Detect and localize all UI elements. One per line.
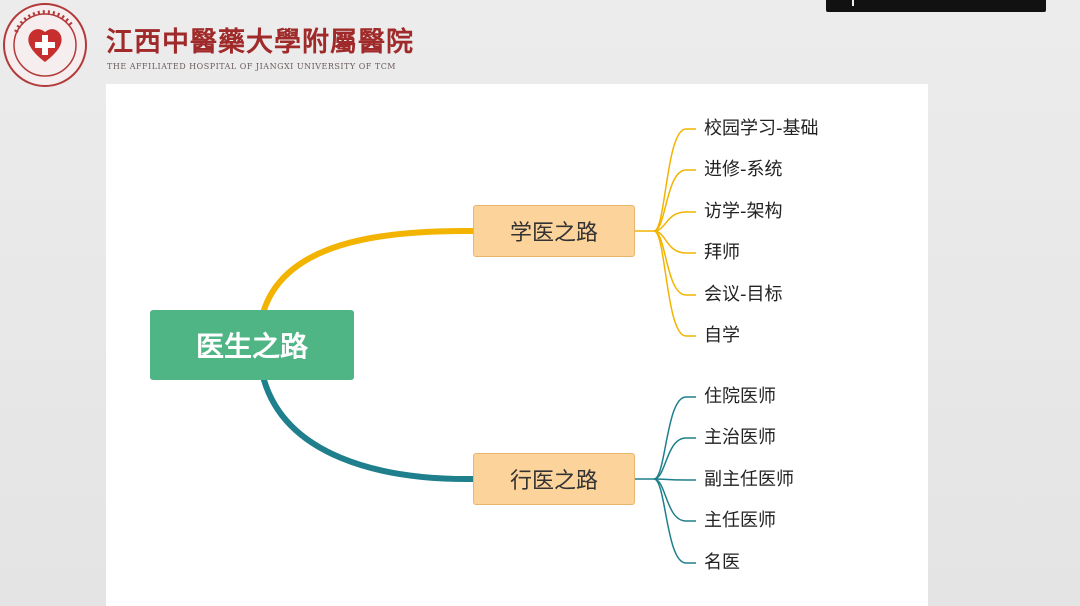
- top-black-bar: [826, 0, 1046, 12]
- leaf-node: 主任医师: [704, 510, 776, 531]
- leaf-node: 名医: [704, 552, 740, 573]
- slide-header: 江西中醫藥大學附屬醫院 THE AFFILIATED HOSPITAL OF J…: [0, 0, 1080, 87]
- hospital-title: 江西中醫藥大學附屬醫院: [106, 27, 414, 58]
- connector-root-to-branch-2: [261, 377, 476, 483]
- branch-node-study: 学医之路: [473, 205, 635, 257]
- hospital-seal-icon: [3, 3, 87, 87]
- leaf-node: 校园学习-基础: [704, 118, 819, 139]
- leaf-node: 自学: [704, 325, 740, 346]
- leaf-node: 住院医师: [704, 386, 776, 407]
- leaf-connectors-branch-1: [635, 128, 696, 337]
- slide-canvas: 医生之路 学医之路 行医之路 校园学习-基础 进修-系统 访学-架构 拜师 会议…: [106, 84, 928, 606]
- connector-root-to-branch-1: [261, 227, 476, 313]
- leaf-node: 访学-架构: [704, 201, 783, 222]
- hospital-subtitle: THE AFFILIATED HOSPITAL OF JIANGXI UNIVE…: [107, 62, 396, 71]
- root-node: 医生之路: [150, 310, 354, 380]
- leaf-node: 主治医师: [704, 427, 776, 448]
- leaf-node: 会议-目标: [704, 284, 783, 305]
- leaf-node: 拜师: [704, 242, 740, 263]
- branch-node-practice: 行医之路: [473, 453, 635, 505]
- mindmap-connectors: [261, 128, 696, 564]
- leaf-node: 副主任医师: [704, 469, 794, 490]
- leaf-connectors-branch-2: [635, 396, 696, 564]
- text-caret: [852, 0, 854, 6]
- leaf-node: 进修-系统: [704, 159, 783, 180]
